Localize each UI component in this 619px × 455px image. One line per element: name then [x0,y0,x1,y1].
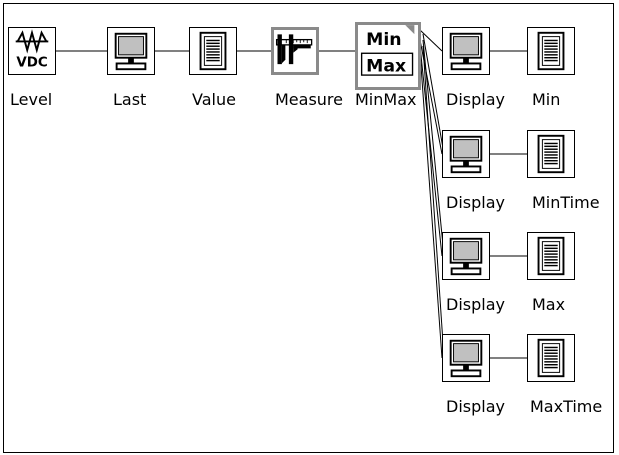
waveform-vdc-icon: VDC [15,29,49,70]
diagram-frame [3,3,614,453]
display-min-label: Display [446,90,505,109]
display-mintime-block[interactable] [442,130,490,178]
monitor-icon [449,237,483,276]
mintime-block[interactable] [527,130,575,178]
monitor-icon [114,32,148,71]
last-block[interactable] [107,27,155,75]
maxtime-label: MaxTime [530,397,603,416]
display-max-label: Display [446,295,505,314]
monitor-icon [449,135,483,174]
mintime-label: MinTime [532,193,600,212]
maxtime-block[interactable] [527,334,575,382]
document-list-icon [537,134,565,174]
document-list-icon [537,236,565,276]
minmax-block[interactable]: Min Max [355,22,421,90]
measure-block[interactable] [271,27,319,75]
document-list-icon [537,31,565,71]
minmax-min-text: Min [366,30,401,50]
value-label: Value [192,90,236,109]
display-min-block[interactable] [442,27,490,75]
minmax-max-text: Max [366,56,406,76]
minmax-icon: Min Max [360,25,415,76]
monitor-icon [449,32,483,71]
caliper-icon [275,34,313,65]
wire-minmax-display-max [419,45,443,257]
value-block[interactable] [189,27,237,75]
wire-minmax-display-min [419,29,443,52]
max-label: Max [532,295,566,314]
document-list-icon [199,31,227,71]
level-label: Level [10,90,53,109]
display-max-block[interactable] [442,232,490,280]
last-label: Last [113,90,147,109]
measure-label: Measure [275,90,343,109]
display-mintime-label: Display [446,193,505,212]
min-label: Min [532,90,561,109]
level-block[interactable]: VDC [8,27,56,75]
display-maxtime-block[interactable] [442,334,490,382]
display-maxtime-label: Display [446,397,505,416]
wire-minmax-display-maxtime [419,51,443,359]
min-block[interactable] [527,27,575,75]
max-block[interactable] [527,232,575,280]
minmax-label: MinMax [355,90,417,109]
level-vdc-text: VDC [16,55,47,70]
monitor-icon [449,339,483,378]
document-list-icon [537,338,565,378]
